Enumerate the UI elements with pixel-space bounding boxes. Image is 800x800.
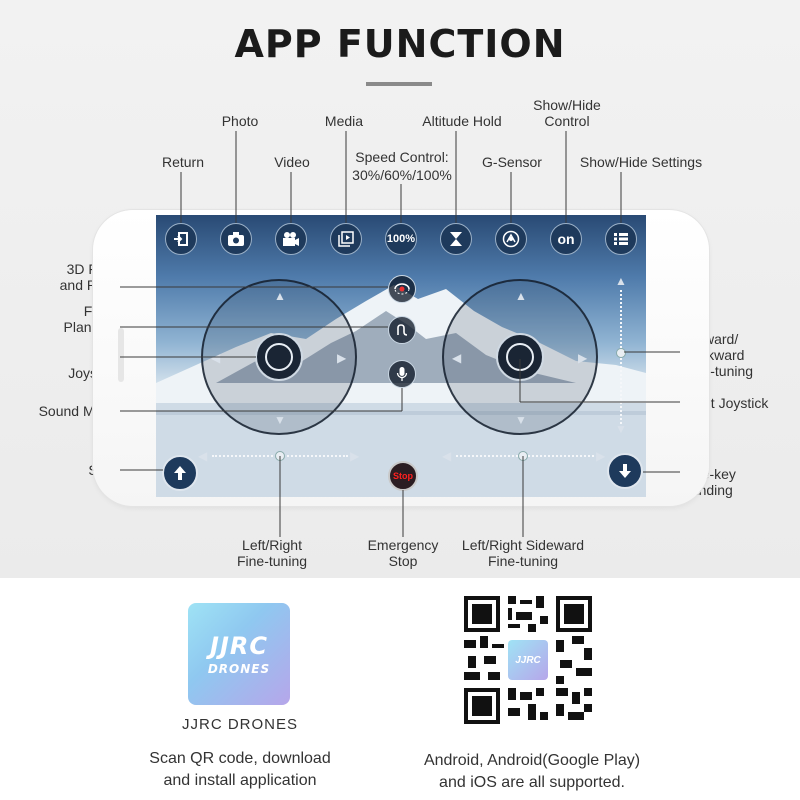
g-sensor-button[interactable] — [495, 223, 527, 255]
left-joystick-up-arrow: ▲ — [274, 289, 286, 303]
one-key-landing-button[interactable] — [607, 453, 643, 489]
platform-caption: Android, Android(Google Play) and iOS ar… — [423, 752, 641, 791]
camera-icon — [228, 232, 244, 246]
arrow-up-icon — [174, 466, 186, 480]
fb-trim-down-arrow: ▼ — [615, 422, 627, 436]
altitude-hold-button[interactable] — [440, 223, 472, 255]
left-joystick-left-arrow: ◀ — [211, 351, 221, 365]
media-button[interactable] — [330, 223, 362, 255]
emergency-stop-button[interactable]: Stop — [388, 461, 418, 491]
media-icon — [338, 231, 354, 247]
label-photo: Photo — [221, 113, 259, 129]
gsensor-icon — [502, 230, 520, 248]
left-joystick-knob — [265, 343, 293, 371]
start-button[interactable] — [162, 455, 198, 491]
label-sideward-fine-tuning: Left/Right Sideward Fine-tuning — [461, 537, 585, 569]
list-icon — [614, 233, 628, 245]
label-return: Return — [161, 154, 205, 170]
qr-logo: JJRC — [508, 640, 548, 680]
show-hide-settings-button[interactable] — [605, 223, 637, 255]
page-title: APP FUNCTION — [234, 22, 566, 66]
label-video: Video — [274, 154, 310, 170]
right-joystick-up-arrow: ▲ — [515, 289, 527, 303]
microphone-icon — [396, 367, 408, 381]
right-joystick-down-arrow: ▼ — [515, 413, 527, 427]
phone-side-button — [118, 328, 124, 382]
3d-flip-button[interactable] — [388, 275, 416, 303]
video-camera-icon — [283, 232, 299, 246]
flight-path-icon — [397, 324, 408, 336]
hourglass-icon — [450, 232, 462, 246]
left-trim-right-arrow: ▶ — [350, 449, 360, 463]
app-name: JJRC DRONES — [181, 716, 298, 733]
sideward-trim-knob[interactable] — [518, 451, 528, 461]
speed-control-button[interactable]: 100% — [385, 223, 417, 255]
right-joystick-left-arrow: ◀ — [452, 351, 462, 365]
app-logo-text: JJRC — [210, 632, 268, 660]
title-underline — [366, 82, 432, 86]
download-panel — [0, 578, 800, 800]
app-icon: JJRC DRONES — [188, 603, 290, 705]
arrow-down-icon — [619, 464, 631, 478]
left-joystick[interactable] — [255, 333, 303, 381]
label-show-hide-settings: Show/Hide Settings — [579, 154, 703, 170]
fb-trim-up-arrow: ▲ — [615, 274, 627, 288]
sound-mode-button[interactable] — [388, 360, 416, 388]
return-icon — [174, 232, 188, 246]
photo-button[interactable] — [220, 223, 252, 255]
left-joystick-down-arrow: ▼ — [274, 413, 286, 427]
forward-backward-trim-knob[interactable] — [616, 348, 626, 358]
app-caption: Scan QR code, download and install appli… — [149, 750, 331, 789]
left-trim-left-arrow: ◀ — [198, 449, 208, 463]
label-media: Media — [324, 113, 364, 129]
left-joystick-right-arrow: ▶ — [337, 351, 347, 365]
side-trim-right-arrow: ▶ — [596, 449, 606, 463]
qr-code — [460, 592, 596, 728]
label-show-hide-control: Show/Hide Control — [533, 97, 601, 129]
app-logo-subtext: DRONES — [207, 662, 271, 676]
show-hide-control-button[interactable]: on — [550, 223, 582, 255]
return-button[interactable] — [165, 223, 197, 255]
left-right-trim-knob[interactable] — [275, 451, 285, 461]
label-altitude-hold: Altitude Hold — [422, 113, 502, 129]
flight-planning-button[interactable] — [388, 316, 416, 344]
right-joystick-right-arrow: ▶ — [578, 351, 588, 365]
label-emergency-stop: Emergency Stop — [367, 537, 439, 569]
right-joystick-knob — [506, 343, 534, 371]
flip-icon — [394, 283, 410, 295]
label-speed-control: Speed Control: 30%/60%/100% — [352, 149, 452, 183]
side-trim-left-arrow: ◀ — [442, 449, 452, 463]
video-button[interactable] — [275, 223, 307, 255]
label-g-sensor: G-Sensor — [482, 154, 542, 170]
right-joystick[interactable] — [496, 333, 544, 381]
label-left-right-fine-tuning: Left/Right Fine-tuning — [236, 537, 308, 569]
